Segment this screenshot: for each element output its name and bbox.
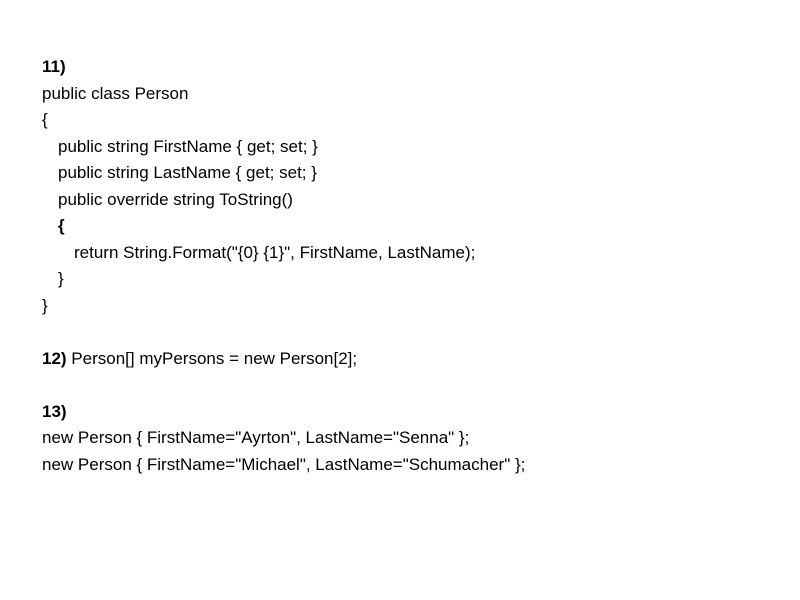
section-12-number: 12) (42, 348, 67, 368)
lastname-property-line: public string LastName { get; set; } (58, 163, 317, 182)
array-declaration-code: Person[] myPersons = new Person[2]; (66, 348, 358, 368)
tostring-method-line: public override string ToString() (58, 189, 293, 209)
firstname-property-line: public string FirstName { get; set; } (58, 136, 318, 156)
person-ayrton-line: new Person { FirstName="Ayrton", LastNam… (42, 428, 470, 447)
section-11-number: 11) (42, 57, 66, 76)
class-declaration-line: public class Person (42, 83, 189, 103)
spacer (42, 372, 782, 399)
return-statement-line: return String.Format("{0} {1}", FirstNam… (74, 242, 476, 262)
method-open-brace: { (58, 216, 65, 235)
code-content: 11) public class Person { public string … (42, 54, 782, 478)
method-close-brace: } (58, 269, 64, 288)
spacer (42, 319, 782, 346)
section-12-line: 12) Person[] myPersons = new Person[2]; (42, 346, 782, 373)
class-close-brace: } (42, 295, 48, 315)
section-13-number: 13) (42, 401, 67, 421)
class-open-brace: { (42, 110, 48, 129)
person-michael-line: new Person { FirstName="Michael", LastNa… (42, 454, 526, 474)
